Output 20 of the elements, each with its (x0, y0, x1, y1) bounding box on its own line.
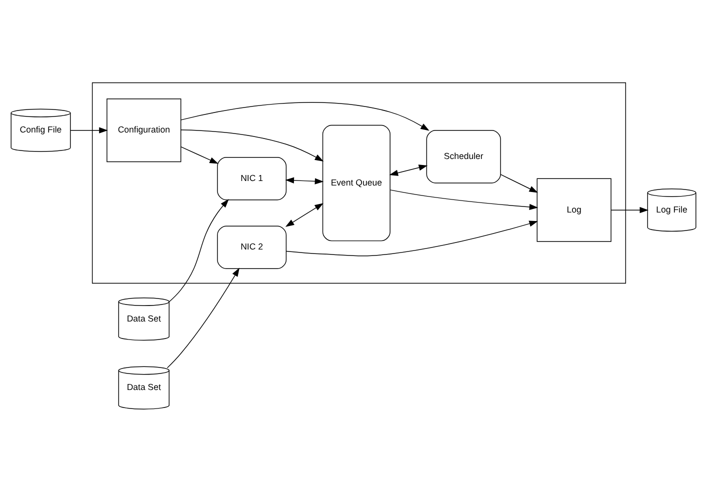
arrow (70, 127, 108, 134)
node-box: Configuration (106, 98, 182, 162)
arrow (168, 199, 229, 302)
arrow (166, 268, 240, 368)
arrow (180, 129, 324, 162)
arrow (180, 146, 218, 164)
arrow (390, 190, 538, 210)
arrow (180, 102, 430, 131)
arrow (286, 220, 538, 256)
node-box: NIC 2 (217, 226, 287, 269)
arrow (389, 164, 428, 176)
arrow (610, 207, 648, 214)
arrow (285, 177, 324, 184)
arrow (285, 203, 324, 227)
node-box: Log (536, 178, 612, 242)
node-box: Event Queue (322, 124, 390, 242)
arrow (500, 174, 538, 193)
cluster (92, 82, 626, 284)
node-box: NIC 1 (217, 157, 287, 200)
node-box: Scheduler (426, 130, 501, 184)
